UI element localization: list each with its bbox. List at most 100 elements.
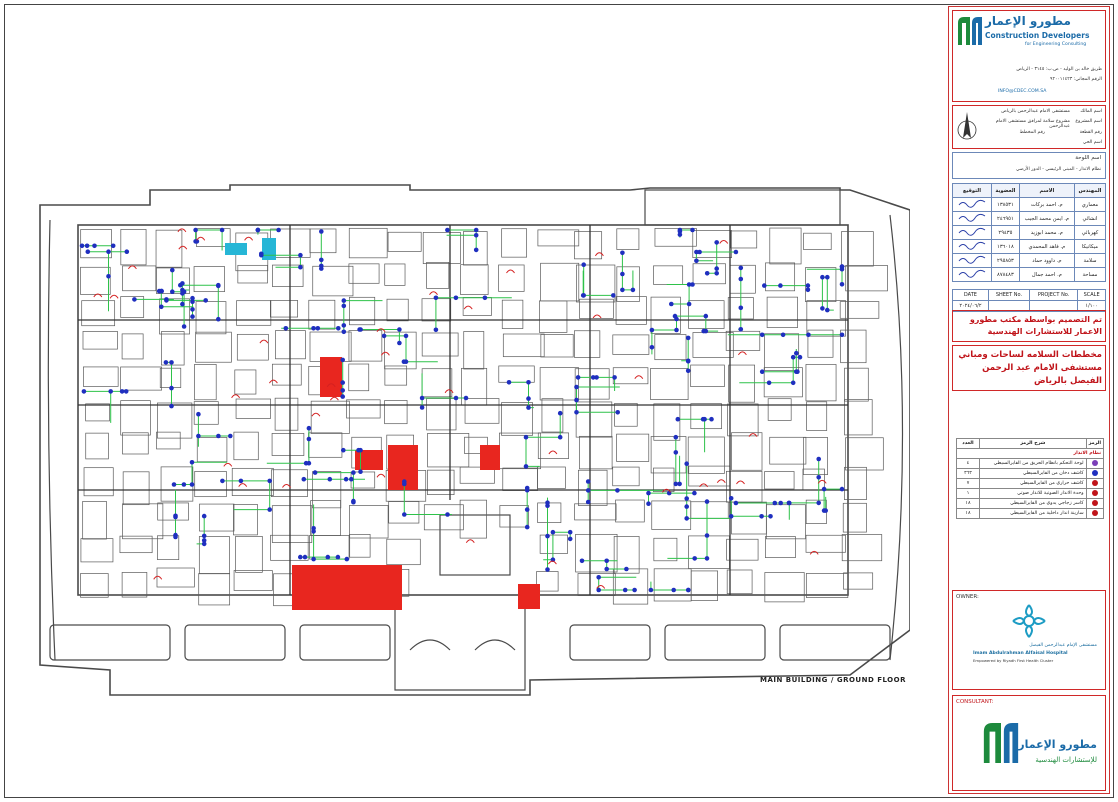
signature-data-cell: م. داوود حماد	[1018, 253, 1075, 268]
room	[384, 263, 406, 286]
room	[193, 266, 225, 293]
room	[384, 365, 408, 386]
legend-symbol-icon	[1091, 509, 1098, 516]
smoke-detector	[685, 335, 691, 341]
wiring-run	[582, 264, 614, 296]
project-label: اسم المشروع	[1075, 119, 1102, 124]
room	[121, 572, 148, 598]
smoke-detector	[180, 291, 185, 296]
room	[271, 363, 302, 386]
smoke-detector	[301, 476, 307, 482]
legend-symbol-icon	[1091, 469, 1098, 476]
legend-count: ٤	[956, 458, 980, 469]
smoke-detector	[759, 369, 765, 374]
fire-door	[326, 383, 336, 388]
room	[274, 397, 299, 431]
room	[574, 231, 603, 260]
fire-zone	[292, 565, 402, 610]
fire-zone	[480, 445, 500, 470]
smoke-detector	[181, 482, 187, 487]
room	[156, 567, 195, 588]
fire-door	[93, 293, 103, 298]
wiring-run	[677, 418, 712, 453]
smoke-detector	[343, 476, 349, 482]
signature-cell	[952, 225, 992, 240]
wiring-run	[384, 335, 438, 363]
meta-header: SHEET No.	[987, 289, 1031, 301]
fire-door	[268, 379, 278, 384]
wiring-run	[785, 459, 820, 504]
smoke-detector	[575, 375, 581, 380]
fire-door	[748, 433, 758, 437]
room	[235, 536, 263, 573]
fire-door	[596, 585, 606, 589]
room	[199, 503, 235, 532]
plan-title: مخططات السلامه لساحات ومباني مستشفى الام…	[952, 345, 1106, 391]
smoke-detector	[201, 513, 207, 519]
smoke-detector	[220, 478, 225, 484]
room	[574, 503, 617, 521]
smoke-detector	[351, 498, 356, 504]
meta-header: SCALE	[1077, 289, 1106, 301]
smoke-detector	[164, 298, 169, 303]
room	[237, 264, 268, 284]
smoke-detector	[311, 556, 316, 562]
room	[765, 536, 796, 558]
wiring-run	[675, 437, 681, 485]
signature-scribble	[958, 241, 986, 250]
smoke-detector	[302, 554, 308, 560]
smoke-detector	[524, 507, 530, 512]
fire-door	[699, 483, 709, 488]
room	[650, 296, 681, 334]
smoke-detector	[585, 479, 591, 484]
smoke-detector	[759, 514, 764, 519]
room	[688, 300, 725, 329]
room	[157, 502, 189, 521]
room	[803, 232, 832, 250]
room	[613, 536, 640, 574]
smoke-detector	[419, 395, 425, 401]
smoke-detector	[674, 327, 679, 333]
wiring-run	[509, 381, 534, 409]
smoke-detector	[419, 405, 425, 410]
room	[161, 331, 185, 366]
smoke-detector	[839, 486, 845, 492]
smoke-detector	[567, 536, 573, 542]
smoke-detector	[473, 233, 479, 238]
wiring-run	[134, 298, 206, 301]
room	[122, 503, 164, 540]
company-name-ar: مطورو الإعمار	[985, 14, 1071, 28]
owner-name-en: Imam Abdulrahman Alfaisal Hospital	[973, 651, 1068, 656]
room	[839, 301, 880, 319]
room	[82, 501, 107, 540]
smoke-detector	[190, 295, 195, 301]
room	[616, 433, 650, 462]
smoke-detector	[190, 307, 195, 312]
smoke-detector	[403, 359, 409, 364]
room	[765, 504, 806, 540]
room	[80, 229, 112, 259]
room	[690, 403, 722, 430]
smoke-detector	[193, 227, 198, 233]
smoke-detector	[341, 303, 347, 309]
smoke-detector	[311, 326, 316, 331]
room	[157, 535, 180, 560]
smoke-detector	[341, 329, 347, 335]
smoke-detector	[574, 397, 579, 403]
smoke-detector	[85, 249, 91, 254]
sheet-title-box: اسم اللوحة نظام الانذار - المبنى الرئيسي…	[952, 152, 1106, 179]
signature-scribble	[958, 227, 986, 236]
smoke-detector	[453, 395, 459, 401]
smoke-detector	[790, 354, 796, 360]
room	[844, 367, 869, 402]
room	[541, 398, 564, 433]
legend-count: ٣٦٣	[956, 468, 980, 479]
smoke-detector	[738, 305, 744, 311]
smoke-detector	[319, 229, 324, 234]
smoke-detector	[630, 287, 636, 293]
signature-data-cell: ٢٩٥٨٥٣	[990, 253, 1020, 268]
room	[612, 568, 649, 605]
